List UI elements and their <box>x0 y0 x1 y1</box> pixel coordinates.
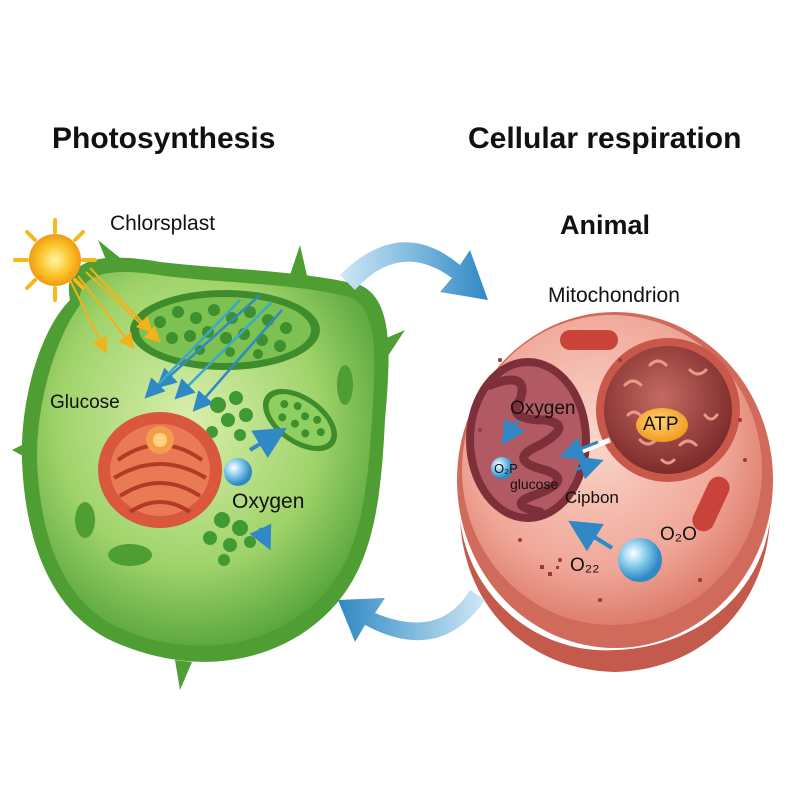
animal-cell <box>457 312 773 672</box>
wall-spike <box>382 330 405 362</box>
sun-icon <box>13 218 97 302</box>
label-carbon: Cipbon <box>565 488 619 507</box>
label-o2: O₂O <box>660 524 697 545</box>
label-chloroplast: Chlorsplast <box>110 212 216 235</box>
label-mitochondrion: Mitochondrion <box>548 284 680 307</box>
wall-spike <box>290 245 308 280</box>
oxygen-arrow <box>249 523 272 551</box>
co2-bubble <box>491 457 513 479</box>
atp-badge <box>636 408 688 442</box>
organelle-capsule <box>560 330 618 350</box>
label-glucose-animal: glucose <box>510 476 559 492</box>
light-ray-icon <box>144 294 283 412</box>
cycle-arrow-icon <box>338 590 485 642</box>
o2-bubble <box>618 538 662 582</box>
animal-bottom-shade <box>460 520 770 672</box>
granules <box>203 391 256 566</box>
label-animal: Animal <box>560 210 651 240</box>
wall-spike <box>12 440 34 462</box>
wall-spike <box>175 660 192 690</box>
label-co2: O₂P <box>494 461 518 476</box>
wall-spike <box>98 240 125 270</box>
cycle-arrow-icon <box>340 242 488 300</box>
speckles <box>478 358 747 602</box>
organelle-capsule <box>692 476 730 532</box>
o2-arrow <box>568 520 614 552</box>
label-oxygen-plant: Oxygen <box>232 490 305 513</box>
golgi-body <box>98 412 222 528</box>
oxygen-in-arrow <box>501 418 525 446</box>
label-atp: ATP <box>643 414 679 435</box>
mitochondrion <box>466 358 590 522</box>
organelle-oval <box>108 544 152 566</box>
oxygen-bubble <box>224 458 252 486</box>
organelle-oval <box>75 502 95 538</box>
label-oxygen-animal: Oxygen <box>510 398 576 419</box>
title-cellular-respiration: Cellular respiration <box>468 122 742 155</box>
chloroplast-large <box>130 290 320 370</box>
organelle-oval <box>337 365 353 405</box>
title-photosynthesis: Photosynthesis <box>52 122 276 155</box>
nucleus <box>596 338 740 482</box>
label-glucose: Glucose <box>50 392 120 413</box>
label-o22: O₂₂ <box>570 555 600 576</box>
glucose-arrow <box>559 437 599 460</box>
plant-cell <box>12 240 405 690</box>
sunlight-rays <box>69 267 161 354</box>
carbon-arrow <box>574 456 604 480</box>
oxygen-arrow <box>248 427 287 459</box>
